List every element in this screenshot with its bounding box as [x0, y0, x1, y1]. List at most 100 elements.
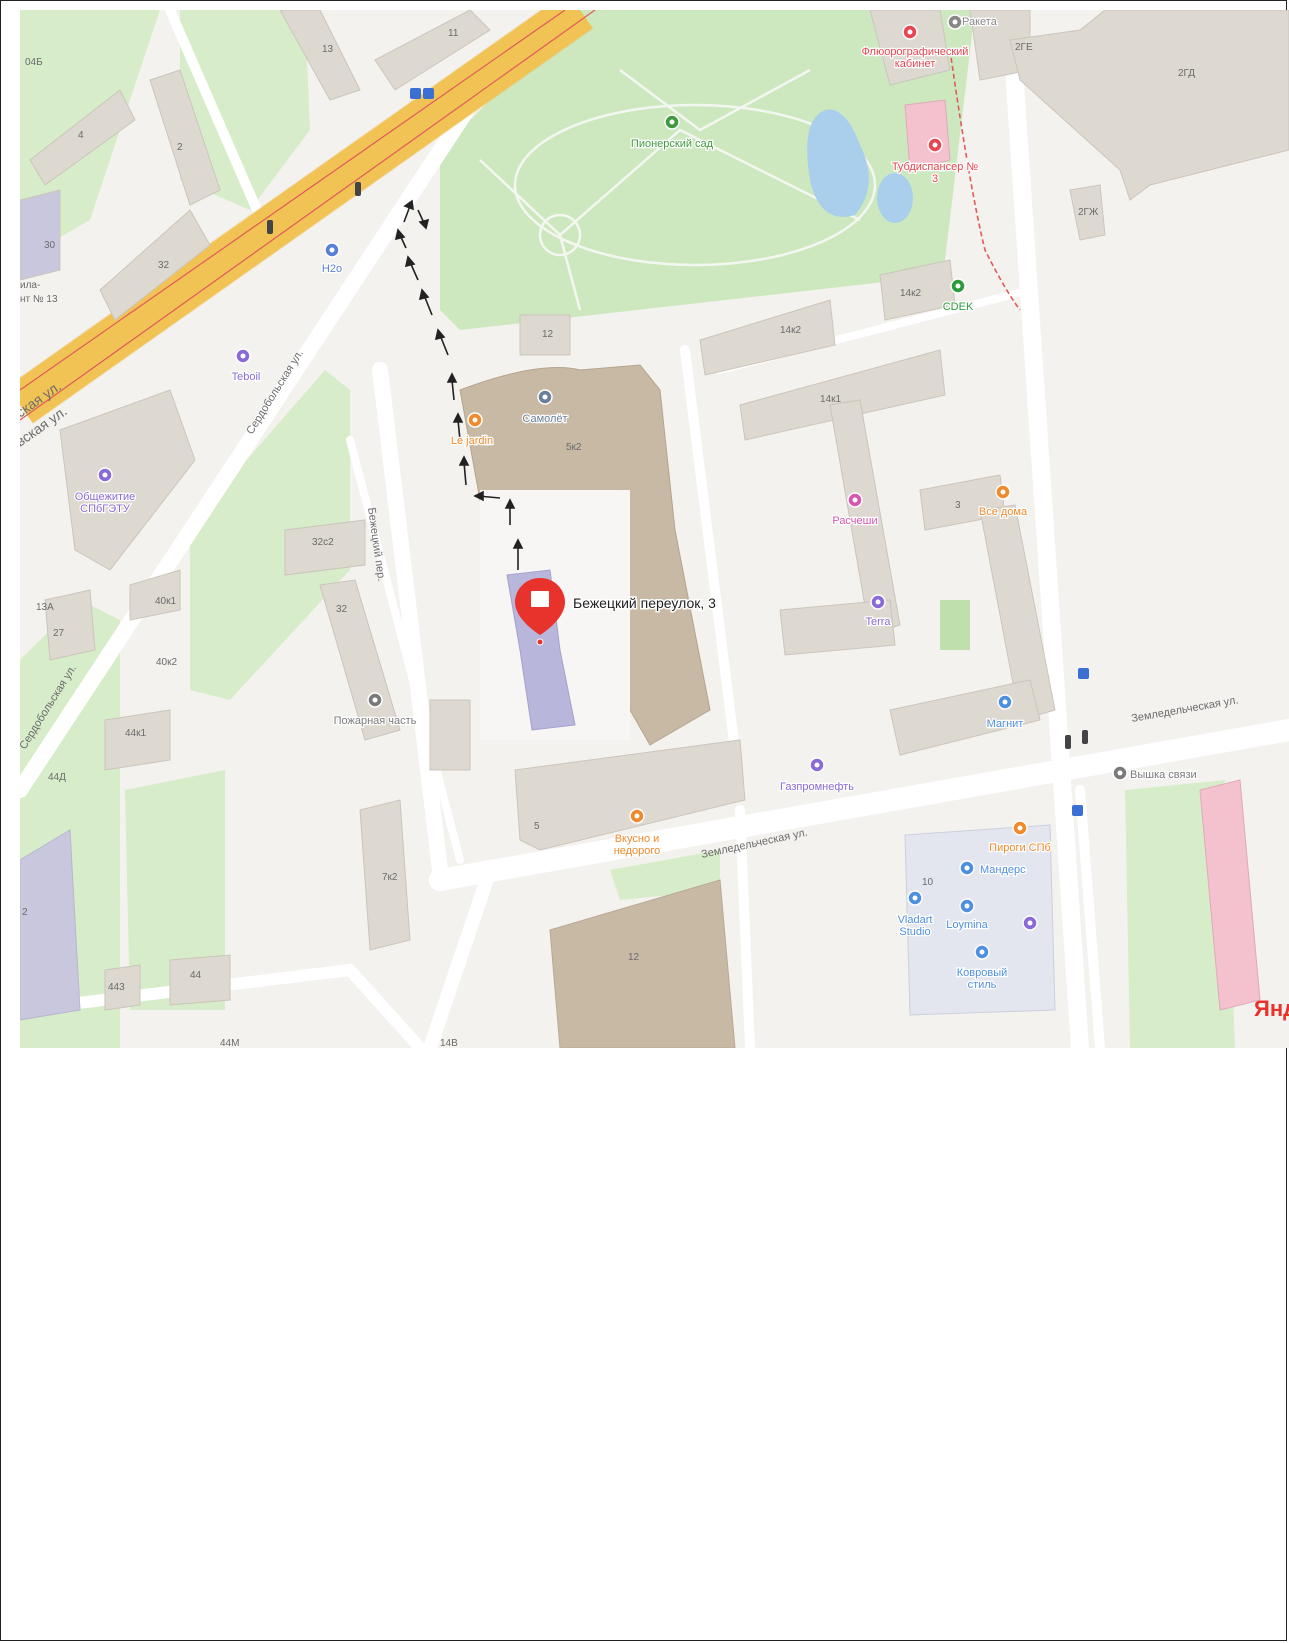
buildings — [20, 10, 1289, 1048]
poi-tree[interactable]: Пионерский сад — [630, 114, 715, 151]
poi-glyph — [952, 19, 958, 25]
poi-fuel[interactable]: Газпромнефть — [779, 757, 855, 794]
yandex-logo[interactable]: Янд — [1254, 996, 1289, 1021]
poi-station[interactable]: Ракета — [947, 14, 999, 30]
road-inner-west — [346, 436, 464, 864]
poi-glyph — [372, 697, 378, 703]
building-12-south — [549, 879, 736, 1048]
highway — [20, 10, 1021, 424]
traffic-light-icon — [1082, 730, 1088, 744]
selected-place-marker[interactable]: Бежецкий переулок, 3 — [515, 578, 718, 646]
house-number: 44М — [220, 1038, 239, 1048]
poi-business[interactable]: Самолёт — [521, 389, 569, 426]
house-number: 44Д — [48, 772, 66, 783]
poi-label: Мандерс — [980, 864, 1026, 876]
poi-label: Пожарная часть — [334, 715, 417, 727]
house-number: 11 — [448, 28, 459, 39]
building-small-pojar — [429, 699, 471, 771]
poi-glyph — [852, 497, 858, 503]
house-number: 32 — [336, 604, 348, 615]
poi-glyph — [669, 119, 675, 125]
house-number: 7к2 — [382, 872, 398, 883]
pond-2 — [877, 173, 913, 223]
poi-shop-bag[interactable]: Мандерс — [959, 860, 1027, 877]
park-path-2 — [558, 234, 582, 311]
bus-stop-icon — [1078, 668, 1089, 679]
poi-label: Газпромнефть — [780, 781, 854, 793]
park-path-3 — [619, 68, 811, 132]
poi-glyph — [1117, 770, 1123, 776]
water-bodies — [807, 109, 913, 223]
highway-band — [20, 10, 593, 423]
building-14k1-b — [829, 399, 901, 636]
route-arrow — [403, 205, 411, 223]
house-number: 14В — [440, 1038, 458, 1048]
building-443 — [104, 964, 141, 1011]
poi-glyph — [1002, 699, 1008, 705]
poi-glyph — [1027, 920, 1033, 926]
poi-label: Самолёт — [522, 413, 567, 425]
transit-stops — [267, 88, 1089, 816]
building-13a — [44, 589, 96, 661]
bus-stop-icon — [1072, 805, 1083, 816]
pond-1 — [807, 109, 869, 217]
poi-shop-bag[interactable]: Terra — [864, 594, 893, 629]
building-7k2 — [359, 799, 411, 951]
building-12-park — [519, 314, 571, 356]
building-14k1-a — [739, 349, 946, 441]
road-south-1 — [423, 863, 497, 1048]
highway-edge — [20, 10, 594, 424]
route-arrows — [394, 199, 524, 570]
tram-stop-icon — [423, 88, 434, 99]
poi-fire-station[interactable]: Пожарная часть — [332, 692, 418, 728]
poi-glyph — [964, 903, 970, 909]
poi-label: CDEK — [943, 301, 974, 313]
building-tubdisp — [904, 99, 951, 171]
road-sedobolskaya — [20, 82, 488, 798]
house-number: 5к2 — [566, 442, 582, 453]
poi-shop-bag[interactable]: Loymina — [945, 898, 990, 932]
poi-beauty[interactable]: Расчеши — [831, 492, 879, 528]
poi-shop[interactable]: Все дома — [978, 484, 1029, 519]
building-40k1 — [129, 569, 181, 621]
poi-label: Все дома — [979, 506, 1028, 518]
poi-restaurant[interactable]: Пироги СПб — [988, 820, 1052, 855]
house-number: 12 — [628, 952, 640, 963]
map-canvas[interactable]: ская ул. вская ул. Сердобольская ул. Беж… — [20, 10, 1289, 1048]
bus-stop-icon — [410, 88, 421, 99]
poi-flag[interactable]: Вышка связи — [1112, 765, 1198, 782]
building-dorm — [59, 389, 196, 571]
selected-place-label: Бежецкий переулок, 3 — [573, 595, 716, 611]
poi-fuel[interactable]: Teboil — [230, 348, 262, 384]
poi-glyph — [912, 895, 918, 901]
house-numbers: 04Б 13 11 4 2 30 32 12 5к2 14к2 14к2 14к… — [20, 28, 1195, 1048]
building-market — [904, 824, 1056, 1016]
building-14k2-b — [699, 299, 836, 376]
park-path-1 — [479, 128, 861, 237]
poi-restaurant[interactable]: Le jardin — [450, 412, 494, 448]
poi-glyph — [1017, 825, 1023, 831]
poi-shop-bag[interactable] — [1022, 915, 1038, 931]
poi-car[interactable]: H2o — [321, 242, 343, 276]
poi-cart[interactable]: Магнит — [985, 694, 1025, 731]
poi-glyph — [932, 142, 938, 148]
building-14k2-a — [879, 259, 956, 321]
poi-delivery[interactable]: CDEK — [941, 278, 975, 314]
map-viewport[interactable]: ская ул. вская ул. Сердобольская ул. Беж… — [20, 10, 1289, 1048]
house-number: 5 — [534, 821, 540, 832]
building-44k1 — [104, 709, 171, 771]
poi-label: H2o — [322, 263, 342, 275]
building-flyuoro — [869, 10, 951, 86]
house-number: 32с2 — [312, 537, 334, 548]
